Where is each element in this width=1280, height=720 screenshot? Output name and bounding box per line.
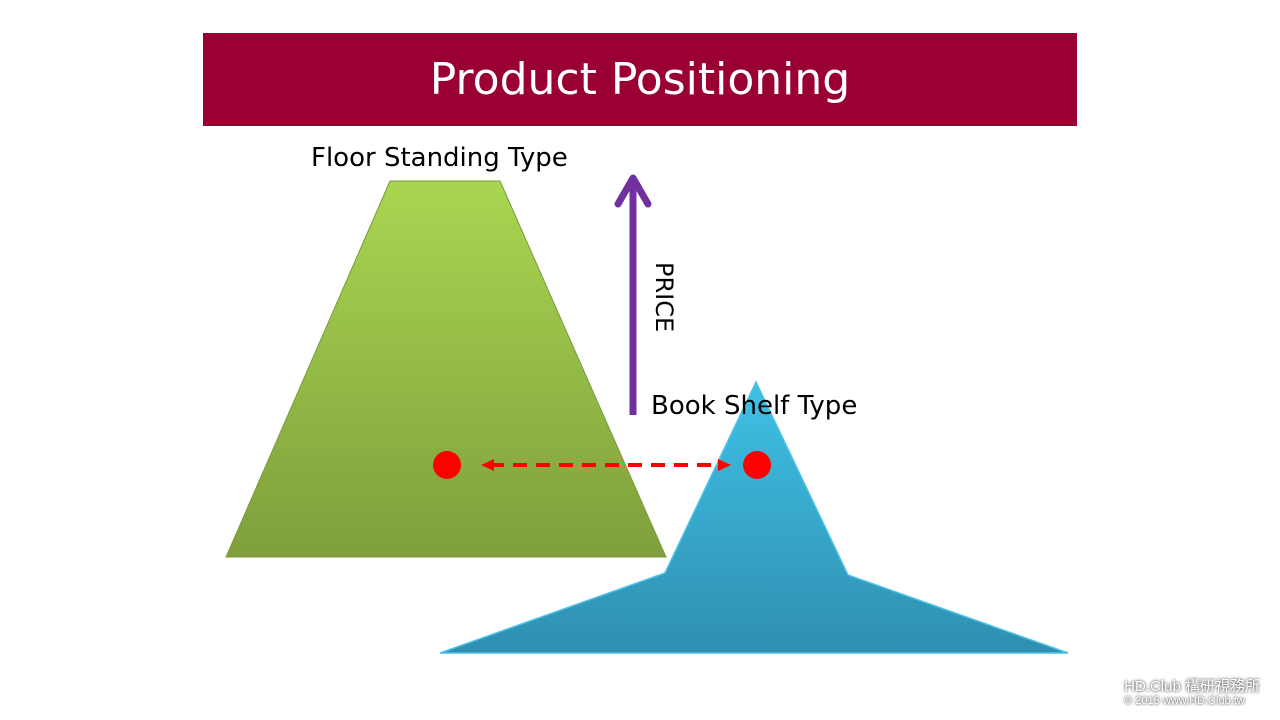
book-shelf-label: Book Shelf Type (651, 391, 858, 421)
price-arrow (614, 174, 652, 415)
slide-title: Product Positioning (429, 54, 851, 105)
floor-standing-label: Floor Standing Type (311, 143, 568, 173)
slide-title-bar: Product Positioning (203, 33, 1077, 126)
book-shelf-shape (439, 380, 1069, 654)
book-shelf-marker (743, 451, 771, 479)
comparison-dashed-arrow (481, 459, 731, 471)
watermark-line2: © 2015 www.HD.Club.tw (1124, 695, 1245, 707)
floor-standing-marker (433, 451, 461, 479)
floor-standing-shape (225, 180, 667, 558)
watermark-line1: HD.Club 構研視務所 (1124, 678, 1260, 695)
price-axis-label: PRICE (650, 262, 678, 333)
watermark: HD.Club 構研視務所 © 2015 www.HD.Club.tw (1124, 679, 1260, 708)
